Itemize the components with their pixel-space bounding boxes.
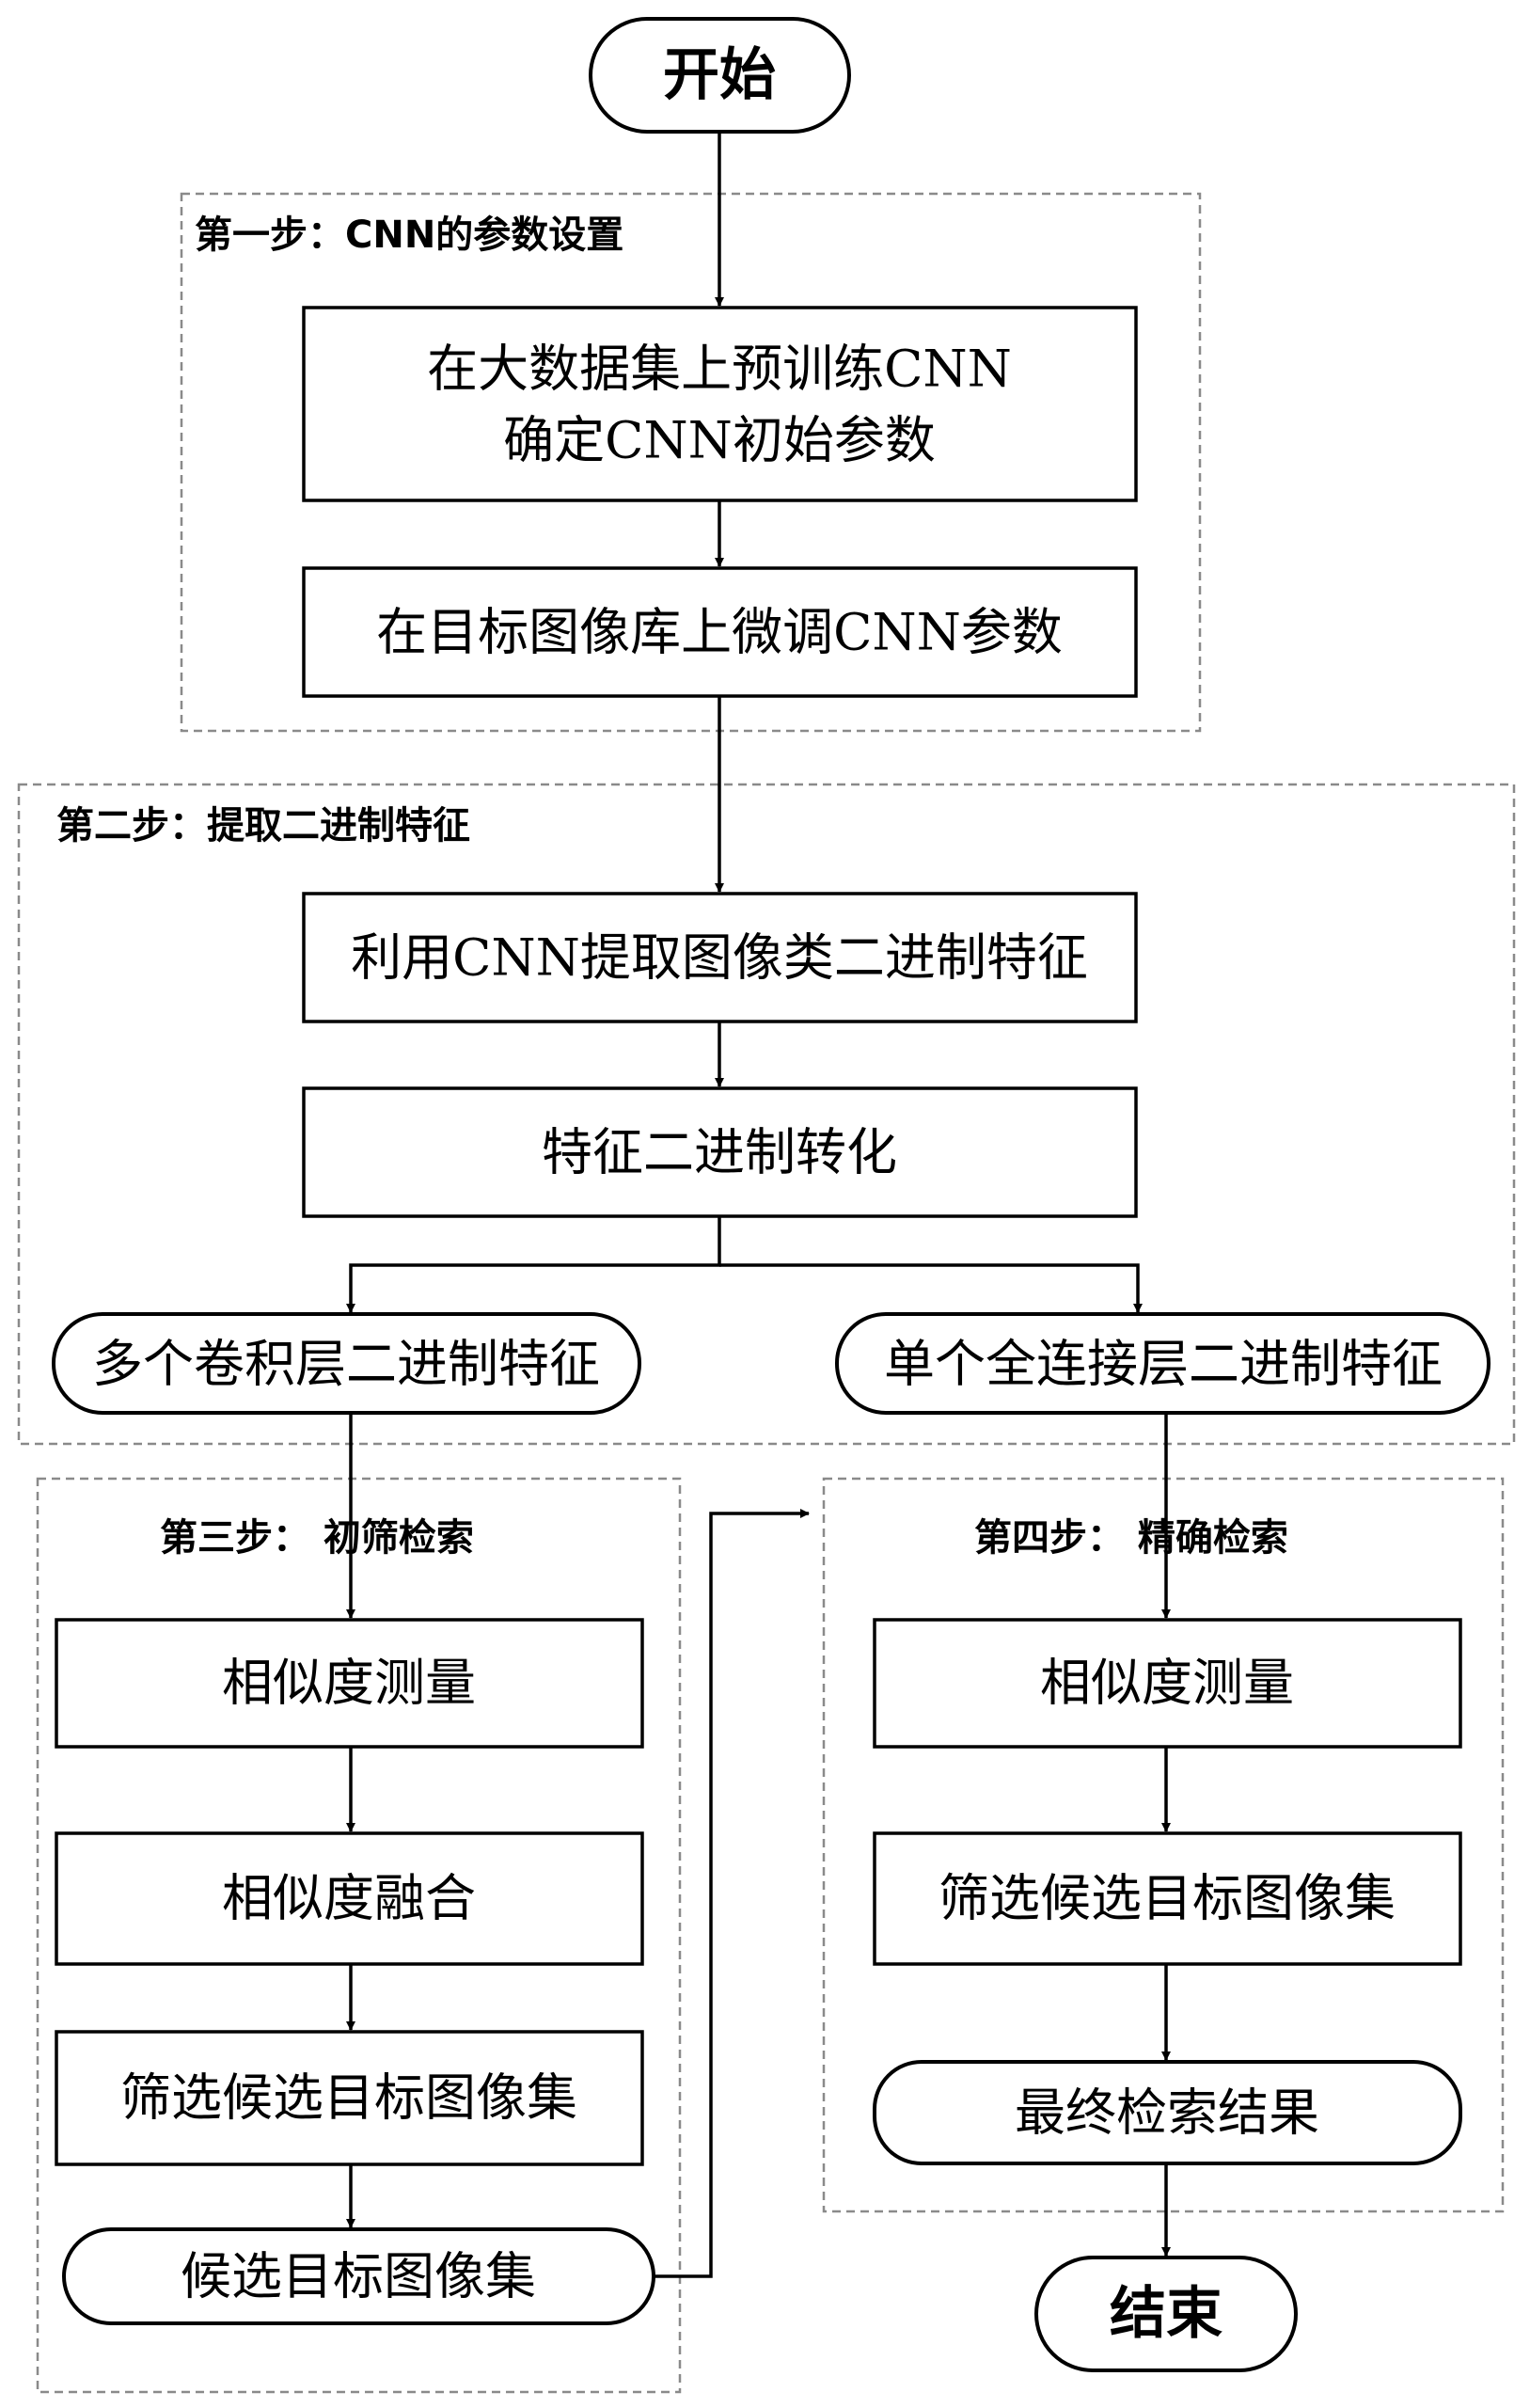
candidate-set-label: 候选目标图像集 — [181, 2247, 536, 2306]
finetune-label: 在目标图像库上微调CNN参数 — [376, 603, 1063, 662]
step3-similarity-measure-label: 相似度测量 — [222, 1654, 476, 1713]
final-result-label: 最终检索结果 — [1015, 2083, 1319, 2143]
step4-title: 第四步： 精确检索 — [974, 1516, 1288, 1560]
fc-features-label: 单个全连接层二进制特征 — [884, 1335, 1443, 1394]
step3-similarity-fusion-label: 相似度融合 — [222, 1869, 476, 1928]
end-label: 结束 — [1110, 2281, 1222, 2347]
pretrain-line1: 在大数据集上预训练CNN — [427, 340, 1012, 399]
conv-features-label: 多个卷积层二进制特征 — [92, 1335, 600, 1394]
pretrain-box — [304, 308, 1136, 500]
arrow-binarize-to-fc — [719, 1265, 1138, 1312]
step2-title: 第二步：提取二进制特征 — [56, 804, 470, 848]
step3-filter-label: 筛选候选目标图像集 — [120, 2068, 577, 2128]
arrow-candidates-to-step4 — [654, 1513, 809, 2276]
step3-title: 第三步： 初筛检索 — [160, 1516, 474, 1560]
step1-title: 第一步：CNN的参数设置 — [195, 214, 623, 257]
step4-similarity-measure-label: 相似度测量 — [1040, 1654, 1294, 1713]
pretrain-line2: 确定CNN初始参数 — [503, 411, 936, 470]
arrow-binarize-to-conv — [351, 1216, 719, 1312]
step4-filter-label: 筛选候选目标图像集 — [939, 1869, 1396, 1928]
start-label: 开始 — [663, 42, 776, 108]
extract-label: 利用CNN提取图像类二进制特征 — [351, 928, 1088, 988]
binarize-label: 特征二进制转化 — [542, 1123, 897, 1182]
